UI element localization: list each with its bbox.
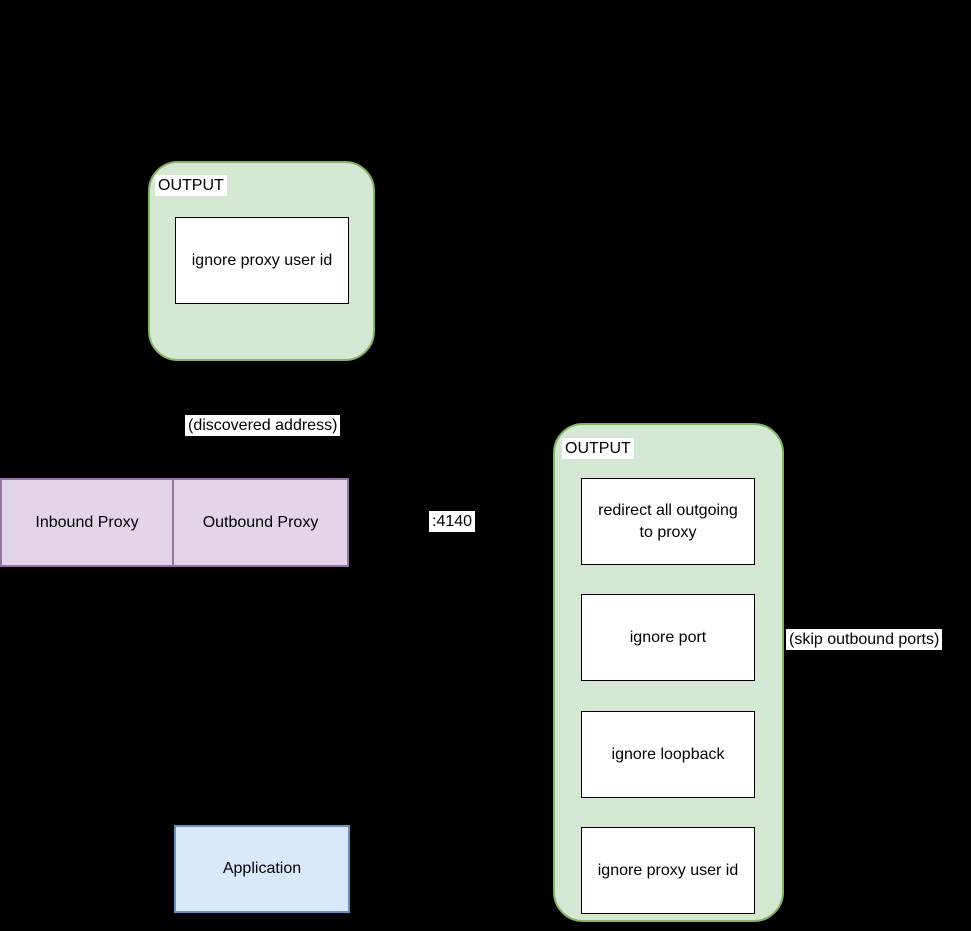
node-ignore-port: ignore port bbox=[581, 594, 755, 681]
node-ignore-proxy-user-id-outbound: ignore proxy user id bbox=[581, 827, 755, 914]
proxy-cell-inbound: Inbound Proxy bbox=[2, 480, 174, 565]
right-output-group-title: OUTPUT bbox=[562, 438, 634, 459]
proxy-table: Inbound Proxy Outbound Proxy bbox=[0, 478, 349, 567]
right-output-group: OUTPUT redirect all outgoing to proxy ig… bbox=[553, 423, 784, 922]
node-redirect-all-outgoing-to-proxy: redirect all outgoing to proxy bbox=[581, 478, 755, 565]
application-node: Application bbox=[174, 825, 350, 913]
left-output-group: OUTPUT ignore proxy user id bbox=[148, 161, 375, 361]
proxy-cell-outbound: Outbound Proxy bbox=[202, 513, 319, 531]
edge-label-skip-outbound-ports: (skip outbound ports) bbox=[786, 629, 943, 650]
node-ignore-loopback: ignore loopback bbox=[581, 711, 755, 798]
edge-label-port-4140: :4140 bbox=[429, 511, 476, 532]
node-ignore-proxy-user-id-inbound: ignore proxy user id bbox=[175, 217, 349, 304]
edge-label-discovered-address: (discovered address) bbox=[185, 415, 341, 436]
left-output-group-title: OUTPUT bbox=[155, 175, 227, 196]
